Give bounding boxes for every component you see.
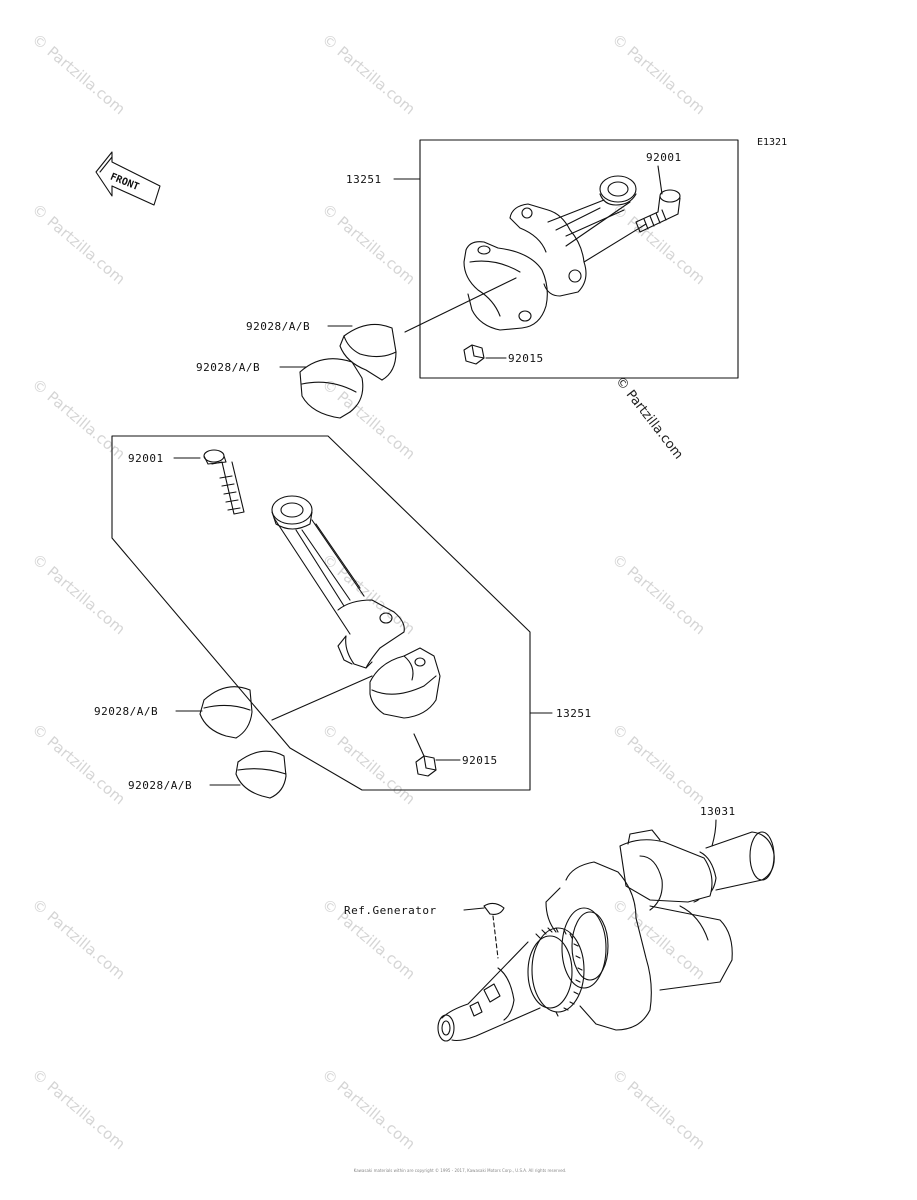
label-middle-nut: 92015 (462, 754, 498, 767)
label-middle-rod-assembly: 13251 (556, 707, 592, 720)
label-middle-bearing-b: 92028/A/B (128, 779, 193, 792)
top-nut (463, 344, 485, 365)
top-assembly-box (419, 139, 739, 379)
woodruff-key (483, 902, 505, 915)
leader-line (711, 819, 717, 847)
middle-assembly-box (111, 435, 531, 791)
front-arrow-icon: FRONT (95, 151, 161, 206)
label-middle-bolt: 92001 (128, 452, 164, 465)
top-bearing-shell-b (299, 358, 364, 419)
label-top-bearing-b: 92028/A/B (196, 361, 261, 374)
label-middle-bearing-a: 92028/A/B (94, 705, 159, 718)
crankshaft-gear (527, 927, 585, 1017)
top-bolt (635, 189, 681, 233)
label-top-nut: 92015 (508, 352, 544, 365)
top-connecting-rod (463, 175, 637, 331)
diagram-code: E1321 (757, 137, 788, 148)
middle-connecting-rod (271, 495, 405, 669)
crankshaft (437, 829, 775, 1042)
middle-rod-cap (369, 647, 441, 719)
label-crankshaft: 13031 (700, 805, 736, 818)
label-top-bearing-a: 92028/A/B (246, 320, 311, 333)
leader-line (657, 165, 663, 195)
middle-nut (415, 755, 437, 777)
middle-bearing-shell-b (235, 750, 287, 799)
copyright-notice: Kawasaki materials within are copyright … (353, 1168, 567, 1173)
middle-bolt (203, 449, 245, 515)
top-bearing-shell-a (339, 323, 397, 381)
middle-bearing-shell-a (199, 686, 253, 739)
label-top-rod-assembly: 13251 (346, 173, 382, 186)
label-top-bolt: 92001 (646, 151, 682, 164)
label-ref-generator: Ref.Generator (344, 904, 437, 917)
